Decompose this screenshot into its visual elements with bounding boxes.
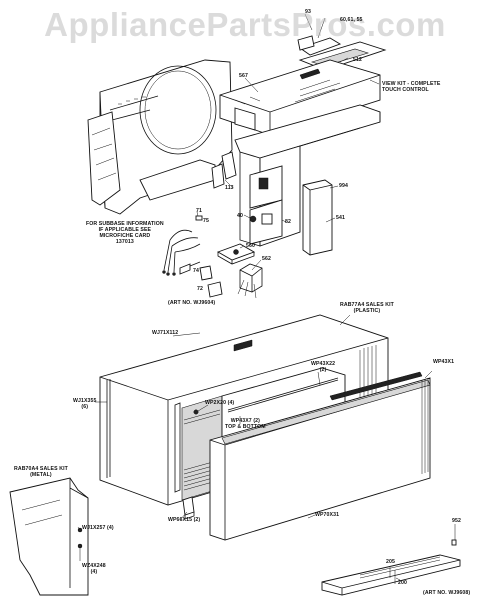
metal-bracket <box>9 477 89 596</box>
label-wj71x112: WJ71X112 <box>152 330 179 336</box>
clip-wp66x15 <box>182 496 195 520</box>
label-wj1x257: WJ1X257 (4) <box>82 525 114 531</box>
label-541: 541 <box>336 215 345 221</box>
front-panel <box>209 377 431 541</box>
label-200: 200 <box>398 580 407 586</box>
label-72: 72 <box>197 286 203 292</box>
label-art-wj9604: (ART NO. WJ9604) <box>168 300 216 306</box>
label-40: 40 <box>237 213 243 219</box>
filter-strip <box>329 371 423 401</box>
blower-shroud <box>87 59 233 215</box>
label-wp43x22: WP43X22 (2) <box>311 361 336 373</box>
label-wp43x7: WP43X7 (2) TOP & BOTTOM <box>225 418 266 430</box>
label-wp70x31: WP70X31 <box>315 512 340 518</box>
label-560: 560 <box>246 243 255 249</box>
small-parts <box>179 263 263 299</box>
watermark: AppliancePartsPros.com <box>44 6 446 43</box>
label-wp43x1: WP43X1 <box>433 359 455 365</box>
label-wp66x15: WP66X15 (2) <box>168 517 201 523</box>
label-wj1x355: WJ1X355 (6) <box>73 398 97 410</box>
label-74: 74 <box>193 268 199 274</box>
wire-harness <box>162 215 203 276</box>
label-512: 512 <box>353 57 362 63</box>
side-panel-541 <box>302 179 333 256</box>
label-75: 75 <box>203 218 209 224</box>
bottom-trim-200 <box>321 539 461 596</box>
label-994: 994 <box>339 183 348 189</box>
leader-lines <box>77 13 456 581</box>
label-subbase-info: FOR SUBBASE INFORMATION IF APPLICABLE SE… <box>86 221 164 245</box>
label-view-kit: VIEW KIT - COMPLETE TOUCH CONTROL <box>382 81 441 93</box>
label-93: 93 <box>305 9 311 15</box>
label-60-61-55: 60,61, 55 <box>340 17 363 23</box>
label-sales-kit-metal: RAB70A4 SALES KIT (METAL) <box>14 466 68 478</box>
label-wz4x248: WZ4X248 (4) <box>82 563 106 575</box>
label-205: 205 <box>386 559 395 565</box>
label-567: 567 <box>239 73 248 79</box>
label-71: 71 <box>196 208 202 214</box>
label-sales-kit-plastic: RAB77A4 SALES KIT (PLASTIC) <box>340 302 394 314</box>
touch-control-assembly <box>219 35 387 136</box>
label-952: 952 <box>452 518 461 524</box>
label-wp2x20: WP2X20 (4) <box>205 400 235 406</box>
control-bracket <box>211 104 381 247</box>
label-562: 562 <box>262 256 271 262</box>
label-113: 113 <box>225 185 234 191</box>
control-board-560 <box>216 243 256 265</box>
label-art-wj9608: (ART NO. WJ9608) <box>423 590 471 596</box>
label-82: 82 <box>285 219 291 225</box>
